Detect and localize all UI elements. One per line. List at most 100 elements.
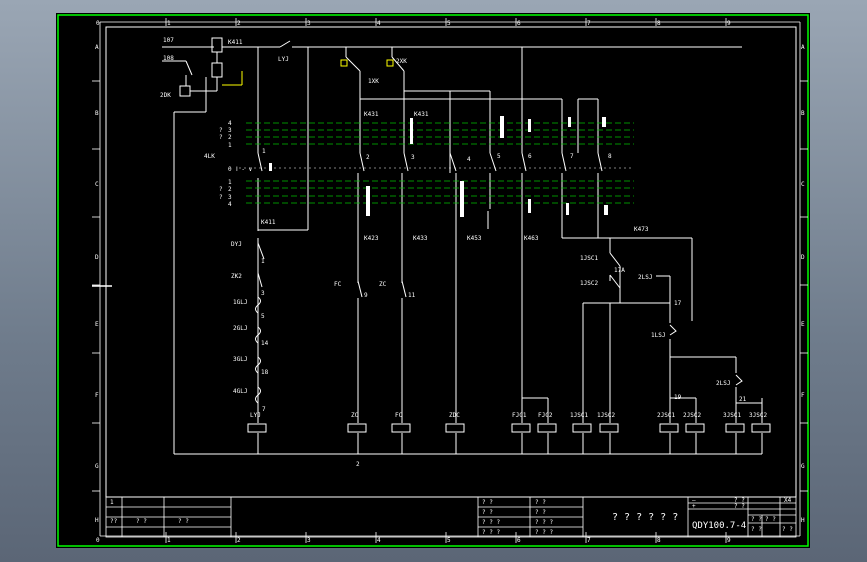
label-c1: 1	[262, 148, 266, 155]
label-k463: K463	[524, 235, 539, 242]
label-c2: 2	[366, 154, 370, 161]
terminal-markers	[222, 59, 394, 86]
label-n1a: 1	[228, 142, 232, 149]
col-label-2: 2	[237, 20, 241, 27]
drawing-canvas: 0 1 2 3 4 5 6 7 8 9 0 1 2 3 4 5 6 7 8 9 …	[56, 13, 810, 548]
switch-contact-lines	[246, 122, 634, 204]
coil-label-fjc1: FJC1	[512, 412, 527, 419]
zone-ticks	[92, 18, 808, 543]
label-dyj: DYJ	[231, 241, 242, 248]
row-label-B: B	[95, 110, 99, 117]
label-1glj: 1GLJ	[233, 299, 247, 306]
row-label-D-r: D	[801, 254, 805, 261]
row-label-H-r: H	[801, 517, 805, 524]
col-label-6b: 6	[517, 537, 521, 544]
tb-s6: ? ?	[782, 526, 793, 533]
label-c4: 4	[467, 156, 471, 163]
col-label-8b: 8	[657, 537, 661, 544]
coil-label-lyj: LYJ	[250, 412, 261, 419]
label-2lsj-b: 2LSJ	[716, 380, 730, 387]
tb-s1: ? ?	[734, 497, 745, 504]
label-1xk: 1XK	[368, 78, 379, 85]
label-n2b: 2	[228, 186, 232, 193]
label-1lsj: 1LSJ	[651, 332, 665, 339]
label-pos-switch: Ⅰ - ∨	[236, 166, 253, 173]
col-label-0b: 0	[96, 537, 100, 544]
label-c3: 3	[411, 154, 415, 161]
label-pos-0: 0	[228, 166, 232, 173]
label-w11: 11	[408, 292, 416, 299]
col-label-1b: 1	[167, 537, 171, 544]
label-q3a: ?	[219, 127, 223, 134]
row-label-C-r: C	[801, 181, 805, 188]
col-label-7b: 7	[587, 537, 591, 544]
row-label-G-r: G	[801, 463, 805, 470]
label-c8: 8	[608, 153, 612, 160]
row-label-E: E	[95, 321, 99, 328]
label-w19: 19	[674, 394, 682, 401]
tb-q3: ? ?	[178, 518, 189, 525]
label-k411-top: K411	[228, 39, 243, 46]
label-1jsc2: 1JSC2	[580, 280, 598, 287]
circuit-wires	[162, 37, 763, 455]
label-c6: 6	[528, 153, 532, 160]
tb-r8: ? ? ?	[535, 529, 553, 536]
schematic: 0 1 2 3 4 5 6 7 8 9 0 1 2 3 4 5 6 7 8 9 …	[57, 14, 809, 547]
col-label-3b: 3	[307, 537, 311, 544]
tb-x4: X4	[784, 497, 792, 504]
label-q2b: ?	[219, 186, 223, 193]
contact-bars	[269, 116, 608, 217]
col-label-5: 5	[447, 20, 451, 27]
row-label-G: G	[95, 463, 99, 470]
label-w5: 5	[261, 313, 265, 320]
label-fc: FC	[334, 281, 342, 288]
outer-frame	[57, 14, 809, 547]
label-108: 108	[163, 55, 174, 62]
label-w3: 3	[261, 290, 265, 297]
row-label-B-r: B	[801, 110, 805, 117]
label-2xk: 2XK	[396, 58, 407, 65]
coil-label-1jsc1: 1JSC1	[570, 412, 588, 419]
tb-plus: +	[692, 503, 696, 510]
coil-label-1jsc2: 1JSC2	[597, 412, 615, 419]
tb-r7: ? ? ?	[535, 519, 553, 526]
coil-symbols	[247, 423, 771, 433]
relay-contacts	[255, 296, 743, 404]
label-q2a: ?	[219, 134, 223, 141]
label-w1: 1	[261, 258, 265, 265]
col-label-4: 4	[377, 20, 381, 27]
tb-r1: ? ?	[482, 499, 493, 506]
row-label-A: A	[95, 44, 99, 51]
label-c7: 7	[570, 153, 574, 160]
coil-label-zc: ZC	[351, 412, 359, 419]
tb-s5: ? ?	[751, 526, 762, 533]
col-label-1: 1	[167, 20, 171, 27]
row-label-F: F	[95, 392, 99, 399]
row-label-C: C	[95, 181, 99, 188]
label-k453: K453	[467, 235, 482, 242]
tb-s2: ? ?	[734, 503, 745, 510]
tb-minus: —	[692, 497, 696, 504]
tb-title: ? ? ? ? ? ?	[612, 512, 678, 523]
label-w2: 2	[356, 461, 360, 468]
label-lyj-top: LYJ	[278, 56, 289, 63]
row-label-D: D	[95, 254, 99, 261]
label-3glj: 3GLJ	[233, 356, 247, 363]
label-2dk: 2DK	[160, 92, 171, 99]
tb-row-1: 1	[110, 499, 114, 506]
tb-q1: ??	[110, 518, 118, 525]
label-4glj: 4GLJ	[233, 388, 247, 395]
label-k433: K433	[413, 235, 428, 242]
col-label-7: 7	[587, 20, 591, 27]
coil-label-3jsc1: 3JSC1	[723, 412, 741, 419]
label-zc: ZC	[379, 281, 387, 288]
label-4lk: 4LK	[204, 153, 215, 160]
label-2lsj-a: 2LSJ	[638, 274, 652, 281]
label-w18: 18	[261, 369, 269, 376]
coil-label-fc: FC	[395, 412, 403, 419]
label-107: 107	[163, 37, 174, 44]
row-label-E-r: E	[801, 321, 805, 328]
col-label-2b: 2	[237, 537, 241, 544]
tb-r4: ? ? ?	[482, 529, 500, 536]
tb-s4: ? ?	[765, 516, 776, 523]
